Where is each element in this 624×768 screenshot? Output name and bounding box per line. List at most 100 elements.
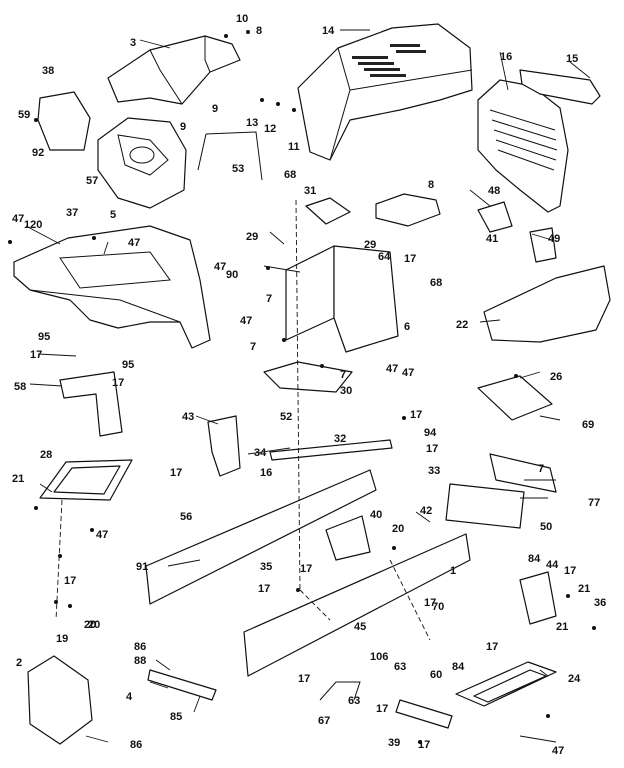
callout-label: 42 bbox=[420, 505, 432, 517]
callout-label: 10 bbox=[236, 13, 248, 25]
callout-label: 21 bbox=[12, 473, 24, 485]
callout-label: 15 bbox=[566, 53, 578, 65]
callout-label: 11 bbox=[288, 141, 300, 153]
part-50-bracket bbox=[445, 483, 525, 529]
callout-label: 34 bbox=[254, 447, 267, 459]
callout-label: 67 bbox=[318, 715, 330, 727]
callout-label: 1 bbox=[450, 565, 456, 577]
callout-label: 3 bbox=[130, 37, 136, 49]
part-37-fender bbox=[13, 225, 211, 349]
part-2-shield bbox=[27, 655, 93, 745]
part-49-bracket bbox=[529, 227, 557, 263]
callout-label: 36 bbox=[594, 597, 606, 609]
callout-label: 20 bbox=[392, 523, 404, 535]
callout-label: 84 bbox=[452, 661, 465, 673]
part-43-plate bbox=[207, 415, 241, 477]
callout-label: 44 bbox=[546, 559, 559, 571]
part-16-grille bbox=[477, 79, 569, 213]
callout-label: 19 bbox=[56, 633, 68, 645]
callout-label: 58 bbox=[14, 381, 26, 393]
callout-label: 57 bbox=[86, 175, 98, 187]
callout-label: 17 bbox=[300, 563, 312, 575]
part-34-bar bbox=[269, 439, 393, 461]
callout-label: 63 bbox=[394, 661, 406, 673]
callout-label: 16 bbox=[260, 467, 272, 479]
callout-label: 35 bbox=[260, 561, 272, 573]
callout-label: 50 bbox=[540, 521, 552, 533]
callout-label: 24 bbox=[568, 673, 581, 685]
callout-label: 91 bbox=[136, 561, 148, 573]
part-15-bracket bbox=[519, 69, 601, 105]
callout-label: 47 bbox=[96, 529, 108, 541]
callout-label: 88 bbox=[134, 655, 146, 667]
callout-label: 84 bbox=[528, 553, 541, 565]
callout-label: 16 bbox=[500, 51, 512, 63]
callout-label: 20 bbox=[84, 619, 96, 631]
callout-label: 6 bbox=[404, 321, 410, 333]
part-53-rod bbox=[197, 131, 263, 181]
callout-label: 41 bbox=[486, 233, 498, 245]
callout-label: 94 bbox=[424, 427, 437, 439]
callout-label: 38 bbox=[42, 65, 54, 77]
callout-label: 68 bbox=[284, 169, 296, 181]
callout-label: 21 bbox=[556, 621, 568, 633]
callout-label: 7 bbox=[340, 369, 346, 381]
callout-label: 47 bbox=[128, 237, 140, 249]
part-28-footrest bbox=[39, 459, 133, 501]
part-5-dash-tower bbox=[97, 117, 187, 209]
callout-label: 17 bbox=[404, 253, 416, 265]
callout-label: 33 bbox=[428, 465, 440, 477]
callout-label: 40 bbox=[370, 509, 382, 521]
callout-label: 70 bbox=[432, 601, 444, 613]
callout-label: 86 bbox=[130, 739, 142, 751]
callout-label: 17 bbox=[30, 349, 42, 361]
callout-label: 48 bbox=[488, 185, 500, 197]
part-30-plate bbox=[263, 361, 353, 393]
callout-label: 17 bbox=[64, 575, 76, 587]
part-39-bracket bbox=[395, 699, 453, 729]
callout-label: 56 bbox=[180, 511, 192, 523]
callout-label: 37 bbox=[66, 207, 78, 219]
callout-label: 2 bbox=[16, 657, 22, 669]
callout-label: 17 bbox=[112, 377, 124, 389]
callout-label: 43 bbox=[182, 411, 194, 423]
callout-label: 68 bbox=[430, 277, 442, 289]
callout-label: 17 bbox=[564, 565, 576, 577]
callout-label: 22 bbox=[456, 319, 468, 331]
callout-label: 31 bbox=[304, 185, 316, 197]
fasteners bbox=[8, 30, 596, 744]
callout-label: 21 bbox=[578, 583, 590, 595]
part-44-bracket bbox=[519, 571, 557, 625]
callout-label: 17 bbox=[410, 409, 422, 421]
callout-label: 17 bbox=[376, 703, 388, 715]
callout-label: 47 bbox=[552, 745, 564, 757]
callout-label: 69 bbox=[582, 419, 594, 431]
callout-label: 17 bbox=[424, 597, 436, 609]
part-40-bracket bbox=[325, 515, 371, 561]
callout-label: 90 bbox=[226, 269, 238, 281]
callout-label: 17 bbox=[170, 467, 182, 479]
callout-label: 14 bbox=[322, 25, 335, 37]
callout-label: 49 bbox=[548, 233, 560, 245]
callout-label: 86 bbox=[134, 641, 146, 653]
callout-label: 7 bbox=[266, 293, 272, 305]
part-1-frame-right bbox=[243, 533, 471, 677]
callout-label: 59 bbox=[18, 109, 30, 121]
part-48-bracket bbox=[477, 201, 513, 233]
leader-lines bbox=[25, 29, 591, 743]
callout-label: 47 bbox=[386, 363, 398, 375]
callout-label: 8 bbox=[256, 25, 262, 37]
callout-label: 53 bbox=[232, 163, 244, 175]
callout-label: 17 bbox=[426, 443, 438, 455]
callout-label: 28 bbox=[40, 449, 52, 461]
part-8-plate bbox=[375, 193, 441, 227]
part-58-bracket bbox=[59, 371, 123, 437]
callout-label: 17 bbox=[298, 673, 310, 685]
callout-label: 4 bbox=[126, 691, 133, 703]
callout-label: 30 bbox=[340, 385, 352, 397]
callout-label: 95 bbox=[38, 331, 50, 343]
callout-label: 47 bbox=[214, 261, 226, 273]
part-24-footrest bbox=[455, 661, 557, 707]
